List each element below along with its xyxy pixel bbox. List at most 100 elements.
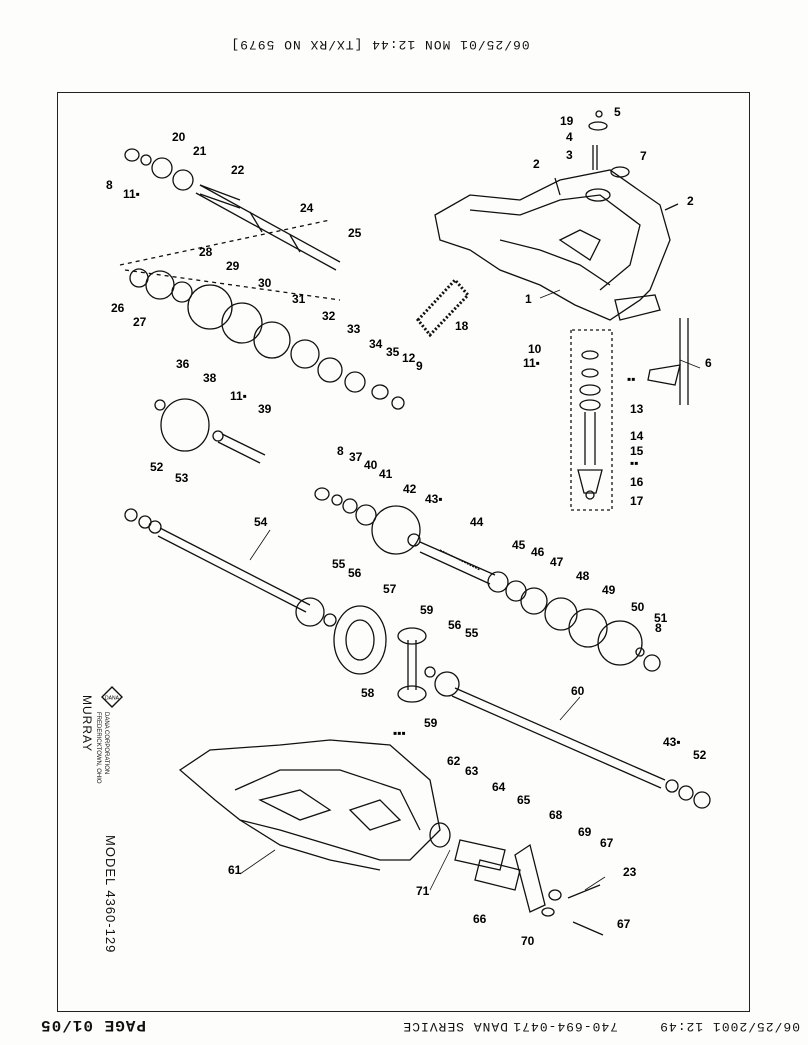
callout-55: 48 [576,569,590,583]
callout-33: 27 [133,315,147,329]
shaft-58 [407,640,417,690]
callout-48: 42 [403,482,417,496]
callout-57: 50 [631,600,645,614]
model-number: MODEL 4360-129 [103,835,118,954]
callout-67: 57 [383,582,397,596]
disc-63 [429,822,451,848]
callout-82: 70 [521,934,535,948]
washer-26 [129,268,149,288]
callout-11: 9 [416,359,423,373]
footer-phone: 740-694-0471 [512,1019,618,1034]
company-line: DANA CORPORATION [103,712,109,775]
keys-22 [199,184,241,209]
bevel-gear-55-right [434,671,460,697]
callout-56: 49 [602,583,616,597]
callout-5: 5 [614,105,621,119]
screw-5 [595,110,603,118]
pinion-59-top [397,627,427,645]
vent-cap-19 [588,121,608,131]
shaft-24 [195,184,341,271]
puck-64 [454,839,506,871]
callout-31: 25 [348,226,362,240]
washer-51 [635,647,645,657]
callout-52: 45 [512,538,526,552]
chain-18 [416,277,471,338]
shaft-44 [419,541,496,585]
callout-26: 20 [172,130,186,144]
callout-23: 17 [630,494,644,508]
fax-footer: 06/25/2001 12:49 740-694-0471 DANA SERVI… [0,1010,808,1040]
bearing-8-top [124,148,140,162]
callout-37: 31 [292,292,306,306]
gear-34 [344,371,366,393]
callout-83: 71 [416,884,430,898]
callout-6: 6 [705,356,712,370]
callout-7: 7 [640,149,647,163]
callout-25: 19 [560,114,574,128]
callout-79: 67 [617,917,631,931]
callout-28: 22 [231,163,245,177]
callout-70: 59 [424,716,438,730]
bearing-8-right [643,654,661,672]
callout-74: 63 [465,764,479,778]
callout-24: 18 [455,319,469,333]
callout-labels: 1223456788891011▪11▪11▪12131415▪▪▪▪16171… [106,105,712,948]
callout-81: 69 [578,825,592,839]
bevel-gear-16 [577,469,603,494]
callout-53: 46 [531,545,545,559]
company-name: DANA CORPORATION FREDERICKTOWN, OHIO [94,712,110,784]
cluster-gear-38 [160,398,210,452]
callout-78: 67 [600,836,614,850]
callout-12: 10 [528,342,542,356]
callout-80: 68 [549,808,563,822]
callout-47: 41 [379,467,393,481]
callout-38: 32 [322,309,336,323]
bearing-28 [171,281,193,303]
callout-59: 52 [150,460,164,474]
callout-62: 54 [254,515,268,529]
washer-52-right [693,791,711,809]
callout-22: 16 [630,475,644,489]
bolt-2-right [664,203,679,211]
bevel-gear-55-left [295,597,325,627]
pinion-59-bottom [397,685,427,703]
gear-49 [568,608,608,648]
axle-60 [451,687,666,789]
gear-30 [221,302,263,344]
washer-70 [541,907,555,917]
gear-31 [253,321,291,359]
gear-32 [290,339,320,369]
washer-9 [391,396,405,410]
logo-text: DANA [105,696,120,702]
bolt-2-left [554,177,561,196]
footer-date-time: 06/25/2001 12:49 [659,1019,800,1034]
callout-17: 13 [630,402,644,416]
callout-34: 28 [199,245,213,259]
gear-46 [505,580,527,602]
location-line: FREDERICKTOWN, OHIO [95,712,101,784]
callout-49: 43▪ [425,492,443,506]
callout-8: 8 [106,178,113,192]
callout-77: 66 [473,912,487,926]
bearing-21 [172,169,194,191]
washer-43 [407,533,421,547]
callout-84: ▪▪▪ [393,726,406,740]
callout-58: 51 [654,611,668,625]
collar-35 [371,384,389,400]
washer-36 [154,399,166,411]
bolt-67 [572,921,604,936]
callout-32: 26 [111,301,125,315]
callout-69: 59 [420,603,434,617]
footer-page: PAGE 01/05 [40,1016,146,1034]
diagram-frame [57,92,750,1012]
upper-housing [434,166,671,321]
callout-44: 38 [203,371,217,385]
callout-35: 29 [226,259,240,273]
footer-sender: DANA SERVICE [402,1019,508,1034]
gear-20 [151,157,173,179]
callout-10: 8 [655,621,662,635]
callout-15: 11▪ [230,389,247,403]
callout-2: 2 [687,194,694,208]
callout-27: 21 [193,144,207,158]
callout-73: 62 [447,754,461,768]
